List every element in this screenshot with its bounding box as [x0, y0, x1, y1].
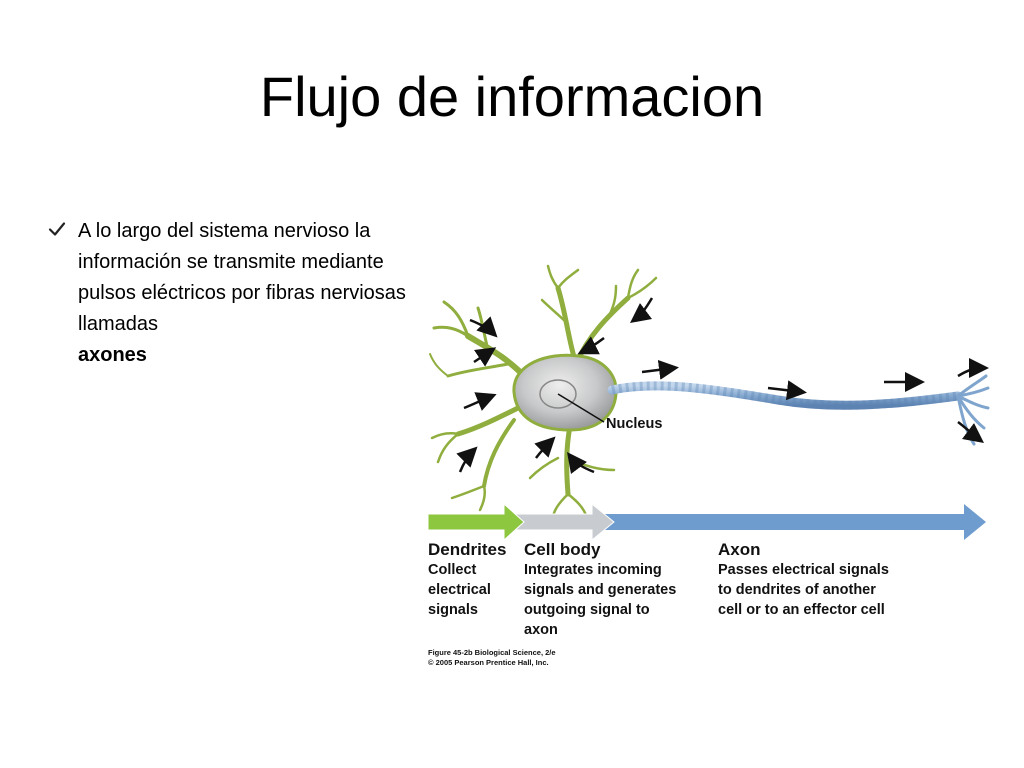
axon-stage-arrow [594, 504, 986, 540]
stage-axon-body: Passes electrical signals to dendrites o… [718, 562, 889, 618]
cell-body-stage-arrow [507, 502, 615, 542]
stage-cell-body: Cell body Integrates incoming signals an… [524, 540, 676, 640]
bullet-text-bold: axones [78, 344, 147, 366]
figure-caption: Figure 45-2b Biological Science, 2/e © 2… [428, 648, 556, 668]
bullet-text: A lo largo del sistema nervioso la infor… [78, 216, 408, 371]
axon [607, 374, 990, 446]
stage-axon-title: Axon [718, 540, 761, 559]
stage-dendrites: Dendrites Collect electrical signals [428, 540, 506, 620]
checkmark-icon [48, 222, 66, 236]
stage-dendrites-body: Collect electrical signals [428, 562, 491, 618]
caption-line-2: © 2005 Pearson Prentice Hall, Inc. [428, 658, 549, 667]
nucleus-icon [539, 379, 577, 409]
stage-cell-body-title: Cell body [524, 540, 601, 559]
slide-title: Flujo de informacion [259, 65, 765, 128]
bullet-text-plain: A lo largo del sistema nervioso la infor… [78, 220, 406, 335]
stage-axon: Axon Passes electrical signals to dendri… [718, 540, 889, 620]
neuron-figure: Nucleus Dendrites Collect electrical sig… [418, 258, 994, 682]
dendrites-stage-arrow [427, 502, 525, 542]
neuron-illustration [427, 264, 990, 542]
stage-cell-body-body: Integrates incoming signals and generate… [524, 562, 677, 638]
stage-dendrites-title: Dendrites [428, 540, 507, 559]
caption-line-1: Figure 45-2b Biological Science, 2/e [428, 648, 556, 657]
bullet-point: A lo largo del sistema nervioso la infor… [48, 216, 408, 371]
cell-body [512, 353, 618, 432]
stage-arrows [427, 502, 986, 542]
signal-arrows [456, 297, 989, 474]
nucleus-pointer [557, 393, 605, 423]
nucleus-label: Nucleus [606, 416, 663, 432]
